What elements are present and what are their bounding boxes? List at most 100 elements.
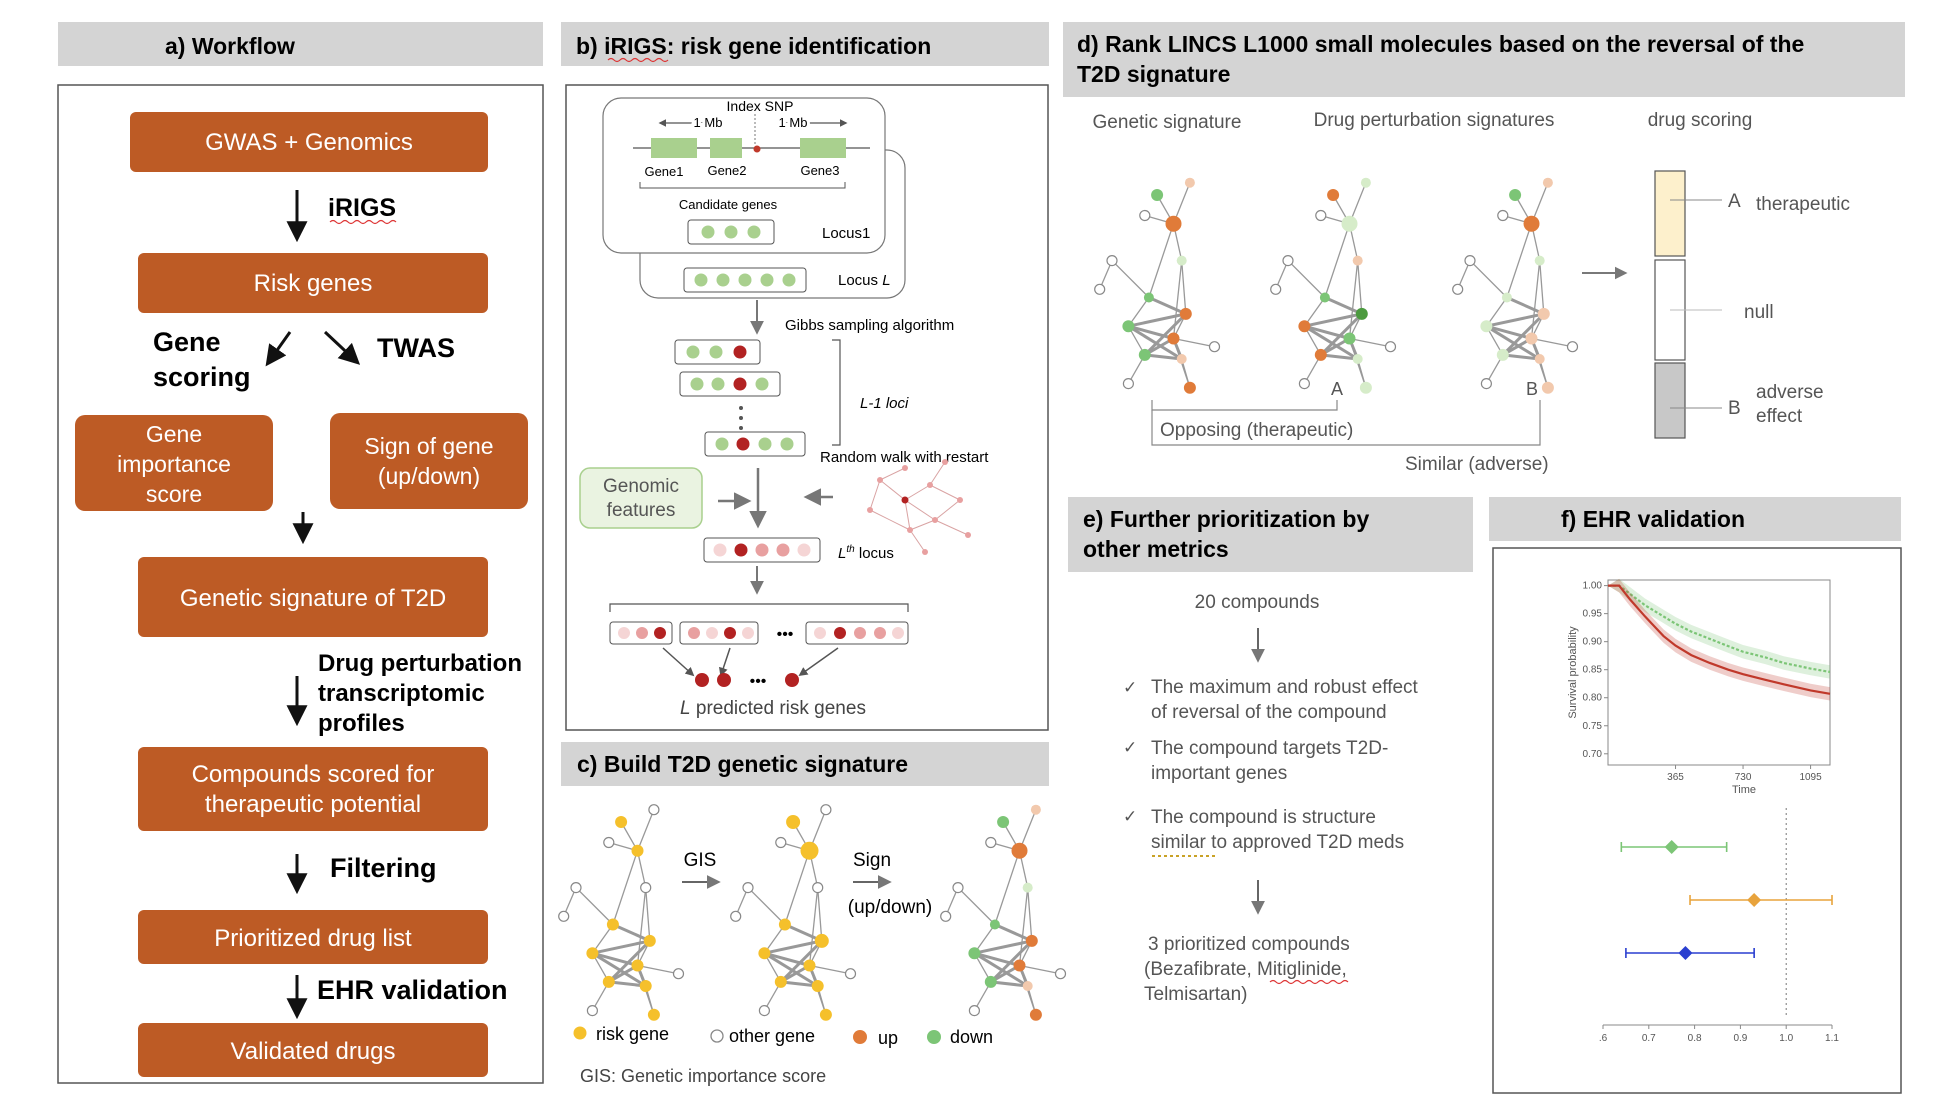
left-1mb-label: 1 Mb — [694, 115, 723, 130]
network-edge — [607, 939, 651, 983]
network-edge — [636, 809, 655, 851]
network-edge — [1539, 260, 1545, 314]
network-sign — [940, 804, 1067, 1021]
panel-a-workflow: a) Workflow GWAS + Genomics iRIGS Risk g… — [57, 22, 544, 1084]
arrow-twas — [323, 330, 361, 365]
prioritized-list-box — [138, 910, 488, 964]
bar-b-letter: B — [1728, 398, 1741, 419]
twenty-compounds-label: 20 compounds — [1195, 592, 1320, 613]
network-edge — [636, 887, 647, 966]
network-edge — [1127, 324, 1183, 361]
gene-dot — [755, 543, 769, 557]
network-node — [774, 975, 787, 988]
network-node — [814, 933, 829, 948]
network-node — [1327, 189, 1340, 201]
km-y-tick-label: 0.90 — [1583, 637, 1603, 648]
forest-point-estimate — [1664, 840, 1679, 854]
network-edge — [747, 887, 786, 925]
gene-dot — [694, 273, 708, 287]
drug-a-label: A — [1331, 379, 1343, 399]
final-row-2 — [679, 621, 759, 645]
network-node — [989, 919, 1000, 930]
network-node — [1122, 378, 1135, 390]
network-node — [942, 459, 948, 465]
network-edge — [1173, 337, 1215, 348]
network-edge — [763, 951, 819, 988]
criterion-3-line-2: similar to approved T2D meds — [1151, 832, 1404, 853]
network-edge — [1181, 260, 1187, 314]
gene-dot — [706, 627, 718, 639]
network-edge — [989, 939, 1033, 983]
network-edge — [990, 980, 1028, 988]
network-node — [819, 1008, 832, 1021]
gene-dot — [776, 543, 790, 557]
network-edge — [974, 951, 1020, 967]
gene-dot — [709, 345, 723, 359]
rwr-network — [869, 461, 969, 553]
km-x-tick-label: 730 — [1735, 772, 1752, 783]
network-node — [570, 881, 582, 894]
legend-down-label: down — [950, 1027, 993, 1047]
step-risk-genes-label: Risk genes — [254, 270, 373, 297]
criterion-1-line-2: of reversal of the compound — [1151, 702, 1387, 723]
similar-label: Similar (adverse) — [1405, 454, 1549, 475]
result-line-1: 3 prioritized compounds — [1148, 934, 1350, 955]
snp-dot — [753, 145, 761, 153]
network-edge — [1531, 337, 1573, 348]
network-node — [997, 816, 1010, 828]
gene-scoring-label-1: Gene — [153, 327, 221, 357]
network-edge — [1019, 964, 1061, 975]
network-node — [1270, 283, 1282, 295]
network-node — [1138, 348, 1151, 361]
gene-dot — [636, 627, 648, 639]
network-edge — [612, 923, 651, 943]
km-ci-band — [1608, 578, 1830, 701]
gene-dot — [782, 273, 796, 287]
network-edge — [1018, 887, 1029, 966]
legend-other-dot — [710, 1029, 724, 1043]
adverse-label-1: adverse — [1756, 382, 1824, 403]
criterion-2-line-1: The compound targets T2D- — [1151, 738, 1388, 759]
network-edge — [1506, 296, 1545, 316]
network-edge — [808, 887, 819, 966]
network-edge — [994, 923, 1033, 943]
network-node — [586, 947, 599, 960]
ehr-validation-arrow-label: EHR validation — [317, 975, 508, 1005]
network-node — [775, 836, 787, 849]
gene-importance-box — [75, 415, 273, 511]
network-node — [1298, 320, 1311, 333]
sign-of-gene-box — [330, 413, 528, 509]
km-x-tick-label: 1095 — [1799, 772, 1822, 783]
network-node — [965, 532, 971, 538]
network-node — [742, 881, 754, 894]
spellcheck-underline — [329, 219, 397, 225]
panel-c-header: c) Build T2D genetic signature — [577, 751, 908, 777]
network-edge — [1320, 353, 1358, 361]
legend-up-dot — [853, 1030, 867, 1044]
network-node — [1176, 255, 1187, 266]
km-y-tick-label: 0.85 — [1583, 665, 1603, 676]
network-risk-genes — [558, 804, 685, 1021]
converge-arrow — [798, 647, 839, 677]
network-node — [672, 968, 685, 980]
panel-d-ranking: d) Rank LINCS L1000 small molecules base… — [1063, 22, 1905, 475]
locusL-label: Locus L — [838, 272, 891, 289]
network-node — [952, 881, 964, 894]
km-y-tick-label: 0.95 — [1583, 609, 1603, 620]
network-edge — [973, 951, 1029, 988]
network-edge — [764, 951, 810, 967]
network-node — [1167, 332, 1180, 345]
network-node — [558, 910, 570, 922]
network-node — [603, 836, 615, 849]
forest-point-estimate — [1678, 946, 1693, 960]
index-snp-label: Index SNP — [727, 98, 794, 114]
genetic-signature-label: Genetic signature of T2D — [180, 585, 446, 612]
arrow-gene-scoring — [265, 331, 292, 367]
network-edge — [817, 887, 823, 941]
network-node — [877, 477, 883, 483]
network-edge — [575, 887, 614, 925]
genomic-features-line-2: features — [607, 500, 676, 521]
filtering-label: Filtering — [330, 853, 437, 883]
drug-scoring-column: drug scoring — [1648, 110, 1753, 131]
